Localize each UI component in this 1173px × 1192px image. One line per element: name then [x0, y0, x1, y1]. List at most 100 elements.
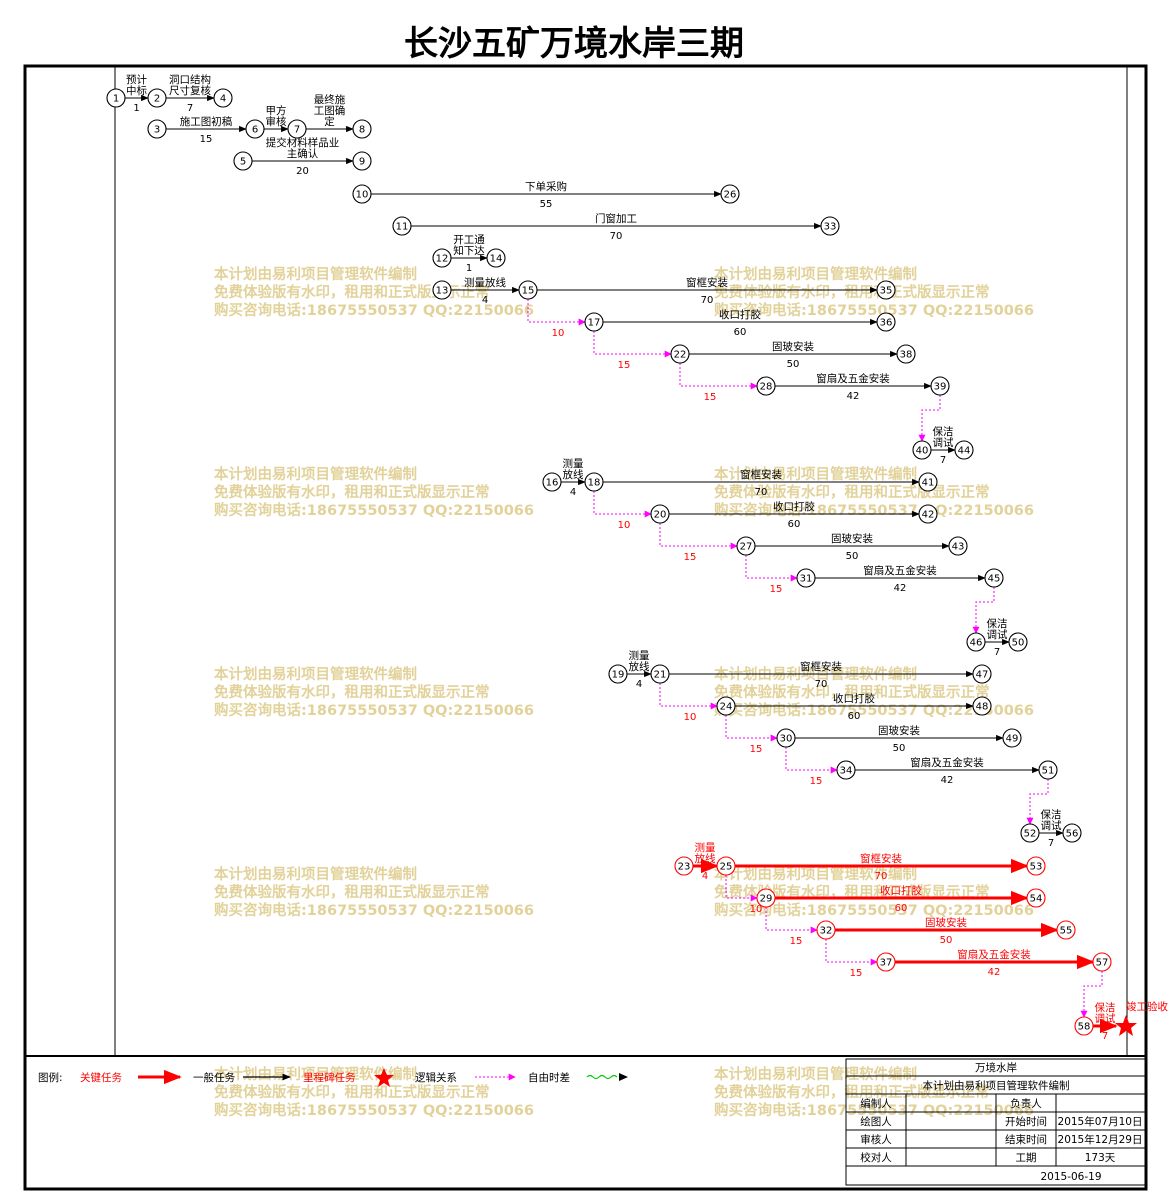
- node-number: 47: [976, 670, 989, 681]
- watermark-line: 本计划由易利项目管理软件编制: [714, 865, 917, 883]
- task-duration: 70: [701, 295, 714, 306]
- node-4: 4: [213, 88, 233, 108]
- logic-link-lag: 15: [618, 360, 631, 371]
- logic-link: 15: [679, 363, 758, 403]
- task-label: 调试: [1095, 1013, 1117, 1025]
- task-duration: 50: [846, 551, 859, 562]
- node-number: 3: [154, 125, 160, 136]
- node-number: 10: [356, 190, 369, 201]
- node-number: 38: [900, 350, 913, 361]
- logic-link-line: [725, 715, 778, 742]
- node-circle: [1026, 856, 1046, 876]
- task-duration: 7: [1102, 1031, 1108, 1042]
- node-7: 7: [287, 119, 307, 139]
- tb-label: 编制人: [860, 1097, 892, 1110]
- task-label: 测量: [563, 457, 584, 470]
- node-number: 16: [546, 478, 559, 489]
- logic-link-lag: 15: [770, 584, 783, 595]
- node-6: 6: [245, 119, 265, 139]
- watermark-line: 购买咨询电话:18675550537 QQ:22150066: [214, 901, 534, 919]
- task-duration: 50: [787, 359, 800, 370]
- task-label: 定: [324, 115, 335, 128]
- node-circle: [518, 280, 538, 300]
- task-label: 中标: [126, 84, 147, 97]
- logic-link: 10: [659, 683, 718, 723]
- node-number: 30: [780, 734, 793, 745]
- task-duration: 1: [133, 103, 139, 114]
- task-duration: 20: [296, 166, 309, 177]
- node-18: 18: [584, 472, 604, 492]
- node-40: 40: [912, 440, 932, 460]
- watermark-line: 购买咨询电话:18675550537 QQ:22150066: [714, 301, 1034, 319]
- task-label: 下单采购: [525, 180, 567, 193]
- logic-link: 15: [745, 555, 798, 595]
- watermark-line: 免费体验版有水印，租用和正式版显示正常: [214, 283, 490, 301]
- node-circle: [876, 312, 896, 332]
- node-number: 14: [490, 254, 503, 265]
- node-circle: [820, 216, 840, 236]
- node-number: 21: [654, 670, 667, 681]
- milestone-label: 竣工验收: [1126, 1000, 1168, 1013]
- watermark-line: 免费体验版有水印，租用和正式版显示正常: [214, 483, 490, 501]
- task-label: 窗扇及五金安装: [910, 756, 984, 769]
- watermark-line: 本计划由易利项目管理软件编制: [714, 265, 917, 283]
- node-number: 1: [113, 94, 119, 105]
- logic-link-line: [785, 747, 838, 774]
- node-circle: [1074, 1016, 1094, 1036]
- task-label: 固玻安装: [878, 724, 920, 737]
- node-number: 22: [674, 350, 687, 361]
- watermark-line: 免费体验版有水印，租用和正式版显示正常: [214, 883, 490, 901]
- task-duration: 15: [200, 134, 213, 145]
- milestone-star-icon: [1115, 1015, 1137, 1036]
- node-circle: [720, 184, 740, 204]
- task-label: 工图确: [314, 104, 346, 117]
- legend-label: 图例:: [38, 1071, 63, 1084]
- logic-link: 10: [593, 491, 652, 531]
- legend-milestone-label: 里程碑任务: [303, 1071, 356, 1084]
- node-number: 56: [1066, 829, 1079, 840]
- tb-label: 工期: [1016, 1152, 1037, 1164]
- logic-link-line: [972, 587, 995, 634]
- node-number: 52: [1024, 829, 1037, 840]
- node-circle: [1020, 823, 1040, 843]
- node-circle: [796, 568, 816, 588]
- node-circle: [432, 280, 452, 300]
- node-number: 32: [820, 926, 833, 937]
- logic-link: 10: [527, 299, 586, 339]
- watermark-line: 本计划由易利项目管理软件编制: [714, 1065, 917, 1083]
- tasks-layer: 预计中标1洞口结构尺寸复核7施工图初稿15甲方审核最终施工图确定提交材料样品业主…: [125, 73, 1118, 1042]
- node-circle: [816, 920, 836, 940]
- task-duration: 60: [788, 519, 801, 530]
- logic-link: [972, 587, 995, 634]
- node-2: 2: [147, 88, 167, 108]
- node-50: 50: [1008, 632, 1028, 652]
- node-number: 36: [880, 318, 893, 329]
- task-duration: 50: [940, 935, 953, 946]
- node-number: 58: [1078, 1022, 1091, 1033]
- tb-label: 负责人: [1010, 1097, 1042, 1110]
- task-label: 测量: [695, 841, 716, 854]
- watermark-line: 免费体验版有水印，租用和正式版显示正常: [714, 283, 990, 301]
- task-label: 测量放线: [464, 276, 506, 289]
- task-duration: 7: [1048, 838, 1054, 849]
- watermark: 本计划由易利项目管理软件编制免费体验版有水印，租用和正式版显示正常购买咨询电话:…: [214, 865, 534, 919]
- legend: 图例: 关键任务 一般任务 里程碑任务 逻辑关系 自由时差: [38, 1068, 628, 1087]
- logic-link: [1080, 971, 1103, 1018]
- logic-link: 15: [765, 907, 818, 947]
- node-circle: [972, 696, 992, 716]
- node-41: 41: [918, 472, 938, 492]
- node-number: 2: [154, 94, 160, 105]
- node-number: 34: [840, 766, 853, 777]
- task-label: 收口打胶: [719, 308, 761, 321]
- node-circle: [245, 119, 265, 139]
- watermark: 本计划由易利项目管理软件编制免费体验版有水印，租用和正式版显示正常购买咨询电话:…: [214, 1065, 534, 1119]
- watermark: 本计划由易利项目管理软件编制免费体验版有水印，租用和正式版显示正常购买咨询电话:…: [714, 265, 1034, 319]
- watermark-line: 购买咨询电话:18675550537 QQ:22150066: [214, 501, 534, 519]
- task-duration: 42: [847, 391, 860, 402]
- node-circle: [674, 856, 694, 876]
- logic-link-line: [1026, 779, 1049, 825]
